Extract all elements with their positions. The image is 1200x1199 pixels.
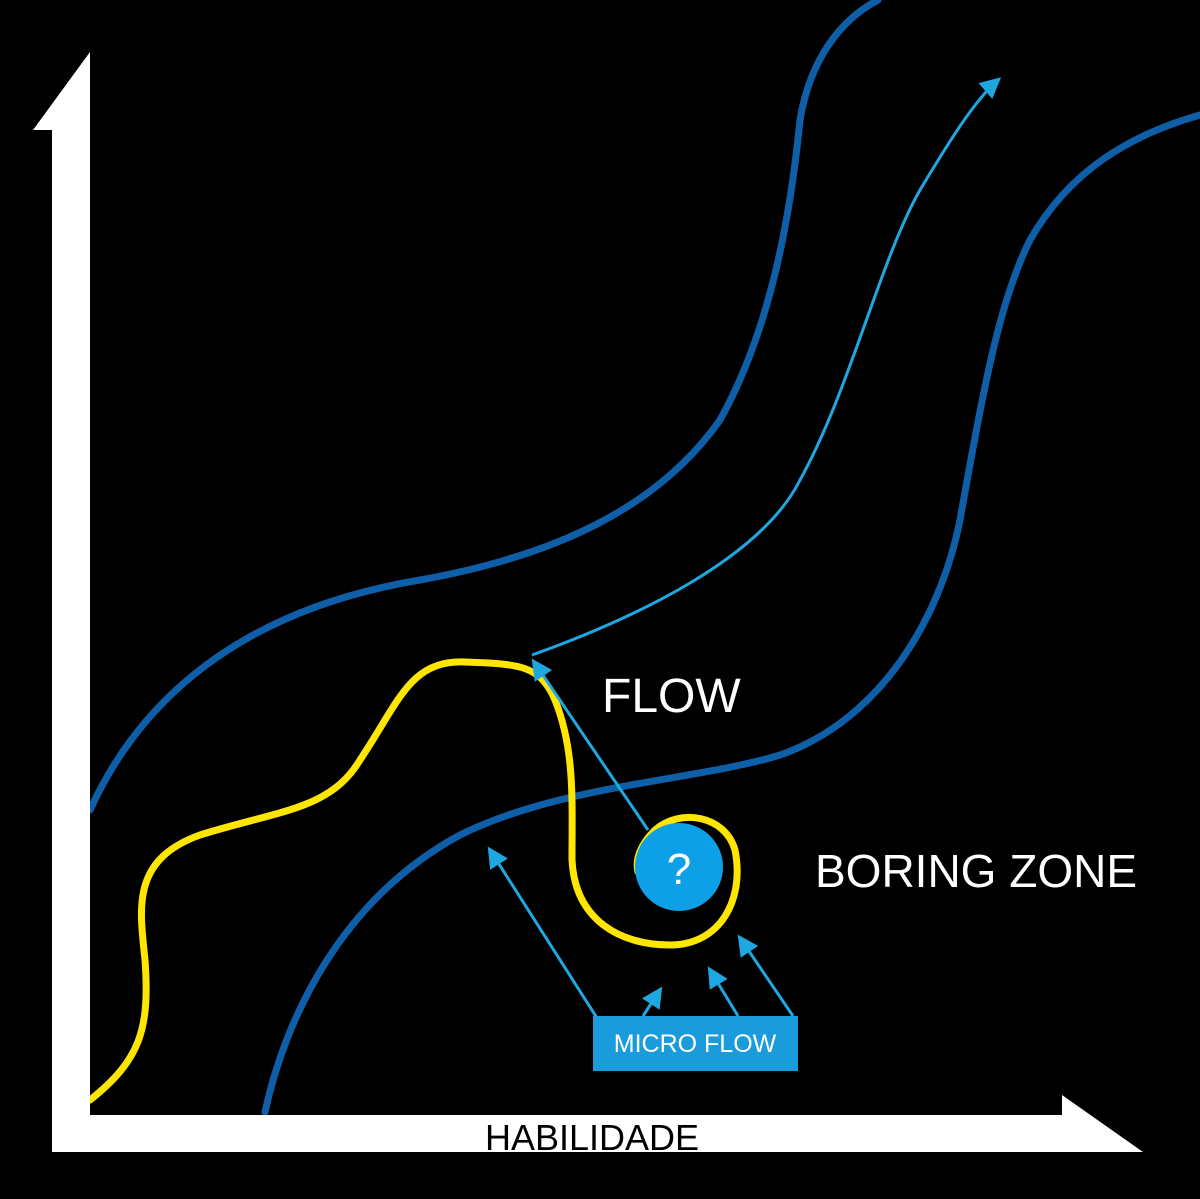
micro-flow-box xyxy=(593,1016,798,1071)
y-axis-arrow xyxy=(33,52,90,1152)
lower-channel-boundary xyxy=(261,111,1200,1116)
upper-channel-boundary xyxy=(86,0,882,814)
boring-zone-label: BORING ZONE xyxy=(815,845,1137,897)
question-marker-circle xyxy=(635,823,723,911)
y-axis-label: DESAFIO xyxy=(54,522,96,689)
flow-region-label: FLOW xyxy=(602,670,741,723)
micro-flow-arrow-2 xyxy=(707,966,740,1017)
micro-flow-arrow-3 xyxy=(737,934,795,1017)
micro-flow-arrow-left xyxy=(487,846,599,1019)
question-mark-icon: ? xyxy=(667,845,691,894)
marker-to-path-arrow xyxy=(531,658,650,831)
flow-path-arrow xyxy=(531,77,1002,657)
micro-flow-arrow-1 xyxy=(641,986,663,1017)
x-axis-arrow xyxy=(52,1095,1143,1152)
micro-flow-label: MICRO FLOW xyxy=(614,1030,777,1058)
x-axis-label: HABILIDADE xyxy=(485,1117,699,1158)
